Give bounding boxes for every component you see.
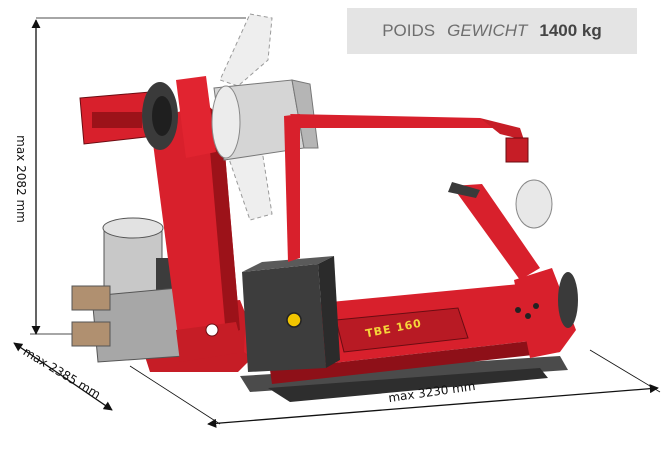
roller-arm bbox=[448, 179, 553, 280]
emergency-stop-icon bbox=[286, 312, 302, 328]
left-column bbox=[150, 104, 244, 362]
weight-label-de: GEWICHT bbox=[447, 21, 528, 40]
weight-label-fr: POIDS bbox=[382, 21, 436, 40]
weight-label: POIDS GEWICHT 1400 kg bbox=[347, 8, 637, 54]
motor-unit bbox=[71, 217, 185, 363]
control-console bbox=[242, 256, 340, 372]
dimension-lines bbox=[13, 17, 661, 428]
height-dimension-label: max 2082 mm bbox=[14, 135, 28, 223]
tool-arm bbox=[284, 114, 529, 262]
chuck-housing bbox=[211, 79, 319, 161]
right-pillar bbox=[514, 268, 578, 358]
weight-value: 1400 kg bbox=[539, 21, 602, 40]
wheel-clamp bbox=[79, 76, 216, 158]
